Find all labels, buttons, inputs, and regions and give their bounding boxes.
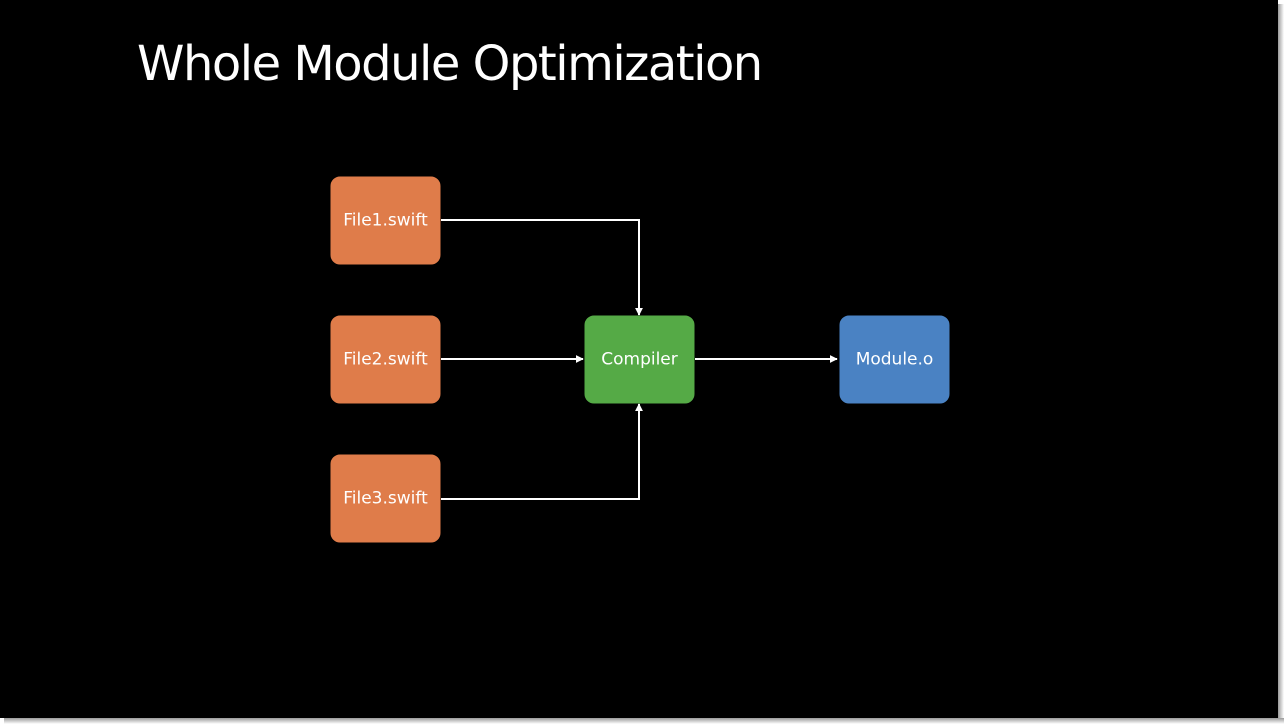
slide-title: Whole Module Optimization: [137, 36, 763, 92]
node-compiler-box: [584, 315, 695, 404]
node-file2-label: File2.swift: [343, 350, 428, 370]
node-module-label: Module.o: [856, 350, 934, 370]
node-file3: File3.swift: [330, 454, 441, 543]
node-file2-box: [330, 315, 441, 404]
node-file3-label: File3.swift: [343, 489, 428, 509]
node-module-box: [839, 315, 950, 404]
node-file2: File2.swift: [330, 315, 441, 404]
node-module: Module.o: [839, 315, 950, 404]
page-shadow-bottom: [4, 718, 1284, 724]
edge-file3-to-compiler: [441, 403, 643, 500]
node-file1-label: File1.swift: [343, 211, 428, 231]
node-file3-box: [330, 454, 441, 543]
edge-file1-to-compiler: [441, 219, 643, 316]
node-compiler: Compiler: [584, 315, 695, 404]
node-compiler-label: Compiler: [601, 350, 678, 370]
page-shadow-right: [1278, 4, 1284, 724]
node-file1-box: [330, 176, 441, 265]
node-file1: File1.swift: [330, 176, 441, 265]
